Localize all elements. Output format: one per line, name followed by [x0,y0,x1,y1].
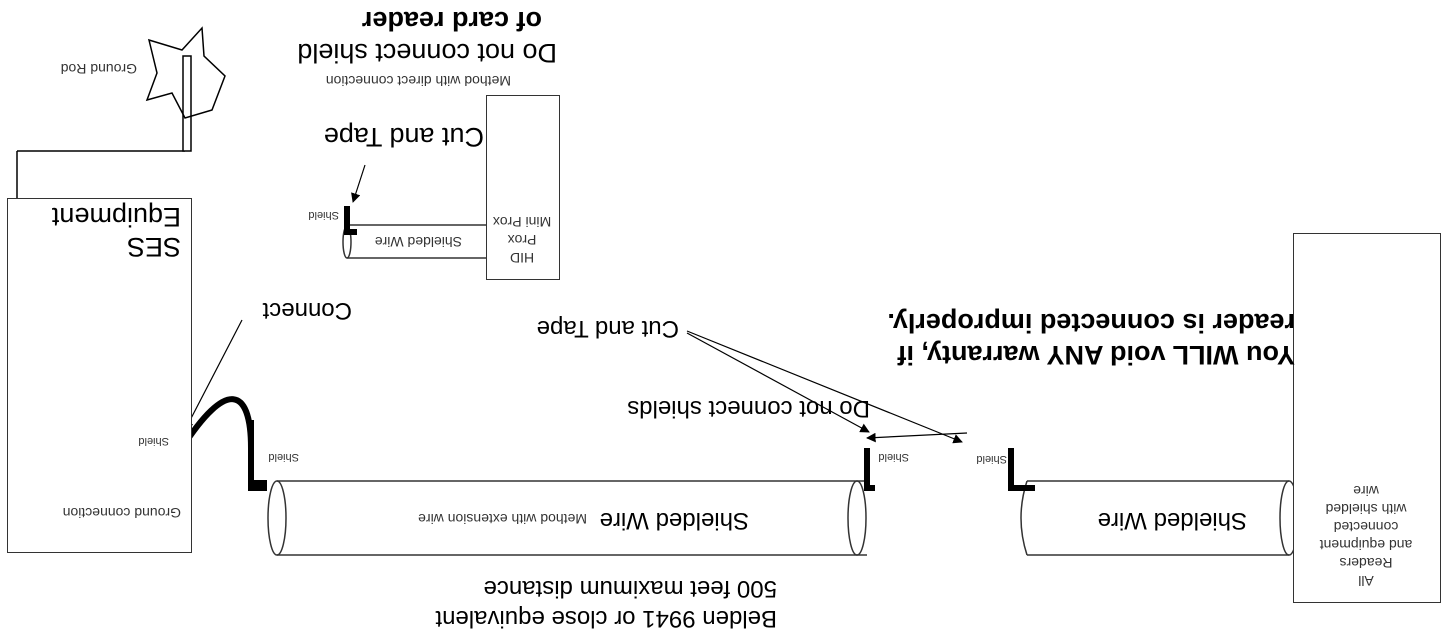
hid-line-2: Prox [507,232,537,248]
ses-box: Ground connection Shield SES Equipment [7,198,192,553]
connected-shield-wire [179,396,267,486]
hid-line-3: Mini Prox [492,214,552,230]
readers-line-2: Readers [1339,555,1393,571]
distance-label: 500 feet maximum distance [483,575,777,602]
right-cable-tube [267,480,867,556]
method-direct-label: Method with direct connection [325,73,511,89]
ground-rod-label: Ground Rod [60,61,137,77]
right-cable-method: Method with extension wire [418,511,587,527]
belden-label: Belden 9941 or close equivalent [435,605,777,632]
hid-shield-stub [344,206,357,235]
warranty-line-2: reader is connected improperly. [887,308,1295,338]
right-shield-stub-left [864,448,875,491]
ground-rod-shape [145,26,226,152]
readers-line-4: connected [1333,519,1399,535]
ground-connection-label: Ground connection [62,505,181,521]
ses-shield-label: Shield [138,435,169,447]
readers-line-3: and equipment [1319,537,1413,553]
do-not-connect-shields: Do not connect shields [627,395,870,422]
connect-label: Connect [262,297,352,324]
ses-title: SES [126,232,181,262]
right-cable-label: Shielded Wire [599,507,749,534]
ses-subtitle: Equipment [51,202,181,232]
readers-box: All Readers and equipment connected with… [1293,233,1441,603]
warning-line-2: of card reader [361,6,542,36]
cut-and-tape-top: Cut and Tape [323,122,484,152]
hid-shield-label: Shield [308,209,339,221]
left-shield-stub [1008,448,1035,491]
readers-line-5: with shielded [1325,501,1407,517]
hid-line-1: HID [509,250,535,266]
cut-and-tape-middle: Cut and Tape [536,315,679,342]
warranty-line-1: You WILL void ANY warranty, if [897,340,1295,370]
warning-line-1: Do not connect shield [297,38,557,68]
left-shield-label: Shield [976,453,1007,465]
readers-line-6: wire [1353,483,1379,499]
hid-shielded-wire-label: Shielded Wire [374,234,462,250]
right-shield-label-right: Shield [268,451,299,463]
right-shield-label-left: Shield [878,451,909,463]
hid-box: HID Prox Mini Prox [486,95,560,280]
readers-line-1: All [1358,573,1374,589]
left-cable-label: Shielded Wire [1097,507,1247,534]
